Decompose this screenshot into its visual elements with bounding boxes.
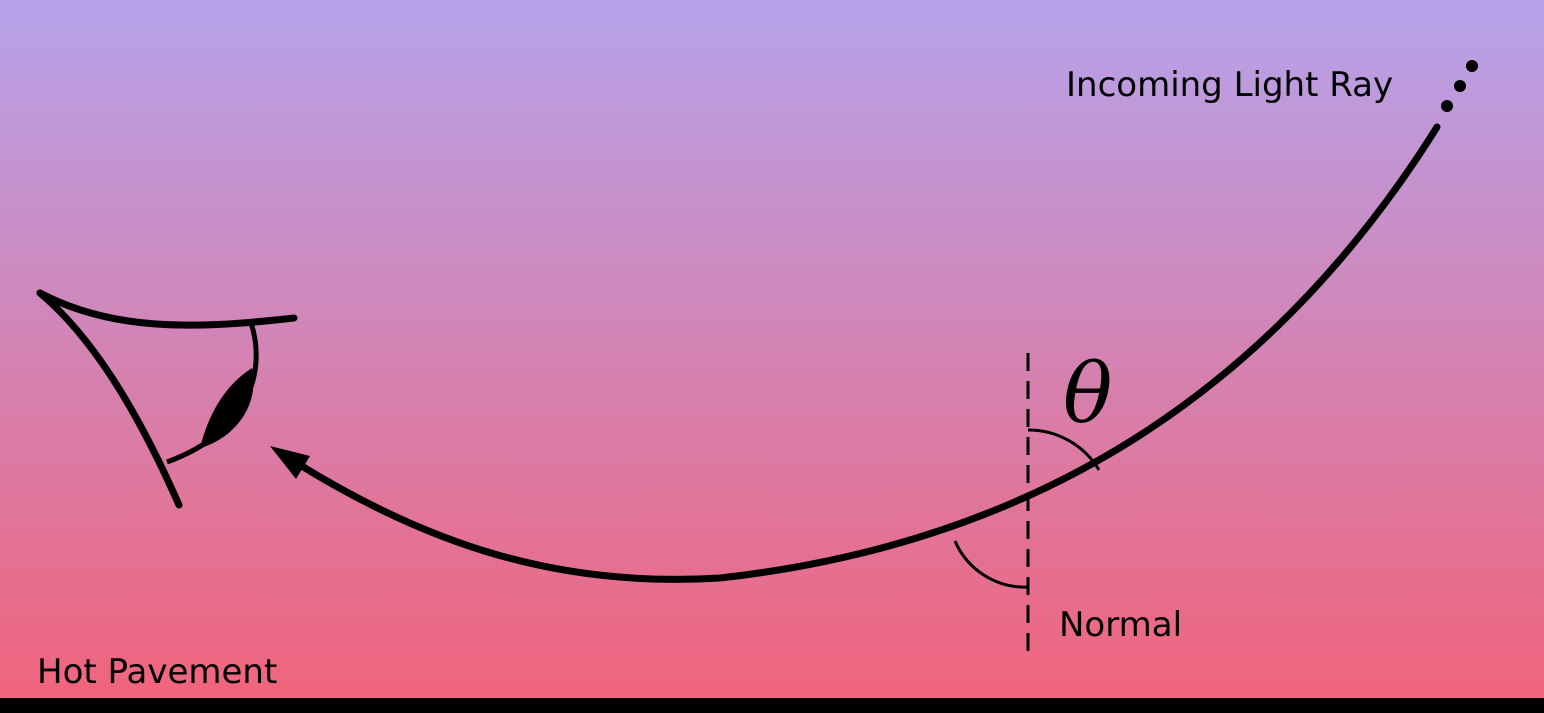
pavement-strip bbox=[0, 698, 1544, 713]
normal-label: Normal bbox=[1059, 605, 1182, 645]
eye-pupil bbox=[200, 368, 254, 448]
eye-lower-lid bbox=[36, 289, 183, 509]
dot-3 bbox=[1441, 100, 1453, 112]
ray-arrowhead bbox=[270, 446, 310, 479]
incoming-dots bbox=[1441, 60, 1478, 112]
angle-arc-upper bbox=[1027, 428, 1101, 471]
dot-1 bbox=[1466, 60, 1478, 72]
angle-theta-label: θ bbox=[1063, 347, 1112, 442]
eye-upper-lid bbox=[36, 289, 298, 329]
incoming-ray-label: Incoming Light Ray bbox=[1066, 65, 1393, 105]
dot-2 bbox=[1454, 80, 1466, 92]
light-ray-path bbox=[296, 123, 1441, 583]
eye-icon bbox=[36, 289, 298, 509]
angle-arc-lower bbox=[953, 540, 1029, 589]
hot-pavement-label: Hot Pavement bbox=[37, 652, 277, 692]
